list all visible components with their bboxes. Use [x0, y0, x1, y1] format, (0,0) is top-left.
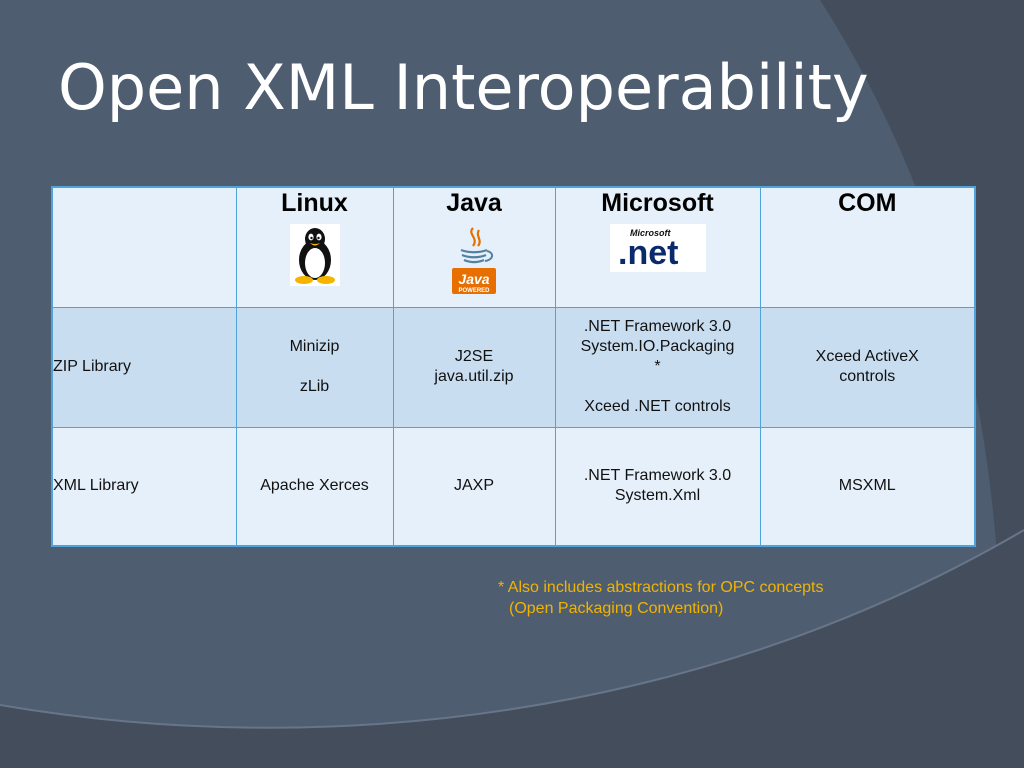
footnote: * Also includes abstractions for OPC con…	[498, 577, 824, 619]
column-header-linux: Linux	[235, 186, 394, 308]
table-cell-zip-com: Xceed ActiveX controls	[759, 306, 976, 428]
column-header-microsoft: Microsoft Microsoft .net	[554, 186, 761, 308]
table-cell-xml-com: MSXML	[759, 426, 976, 547]
corner-cell	[51, 186, 237, 308]
column-label: Linux	[281, 189, 348, 217]
footnote-line-2: (Open Packaging Convention)	[509, 600, 724, 617]
table-cell-zip-java: J2SE java.util.zip	[392, 306, 556, 428]
column-header-com: COM	[759, 186, 976, 308]
java-logo-text: Java	[458, 271, 489, 287]
table-row-zip-library: ZIP Library Minizip zLib J2SE java.util.…	[51, 306, 976, 428]
dotnet-logo-brand: Microsoft	[630, 228, 672, 238]
table-row-xml-library: XML Library Apache Xerces JAXP .NET Fram…	[51, 426, 976, 547]
slide-title: Open XML Interoperability	[58, 51, 869, 124]
table-cell-zip-microsoft: .NET Framework 3.0 System.IO.Packaging *…	[554, 306, 761, 428]
column-header-java: Java Java POWERED	[392, 186, 556, 308]
row-label: ZIP Library	[51, 306, 237, 428]
dotnet-logo-text: .net	[618, 234, 678, 272]
java-logo-subtext: POWERED	[458, 288, 490, 294]
tux-penguin-icon	[289, 224, 340, 286]
dotnet-logo: Microsoft .net	[609, 224, 706, 272]
table-cell-xml-microsoft: .NET Framework 3.0 System.Xml	[554, 426, 761, 547]
table-cell-xml-linux: Apache Xerces	[235, 426, 394, 547]
table-cell-xml-java: JAXP	[392, 426, 556, 547]
row-label: XML Library	[51, 426, 237, 547]
java-coffee-icon: Java POWERED	[452, 227, 496, 294]
table-cell-zip-linux: Minizip zLib	[235, 306, 394, 428]
header-row: Linux Java Java	[51, 186, 976, 308]
column-label: Java	[446, 189, 502, 217]
footnote-line-1: * Also includes abstractions for OPC con…	[498, 579, 824, 596]
column-label: Microsoft	[601, 189, 714, 217]
interop-table: Linux Java Java	[51, 186, 976, 547]
column-label: COM	[838, 189, 897, 217]
